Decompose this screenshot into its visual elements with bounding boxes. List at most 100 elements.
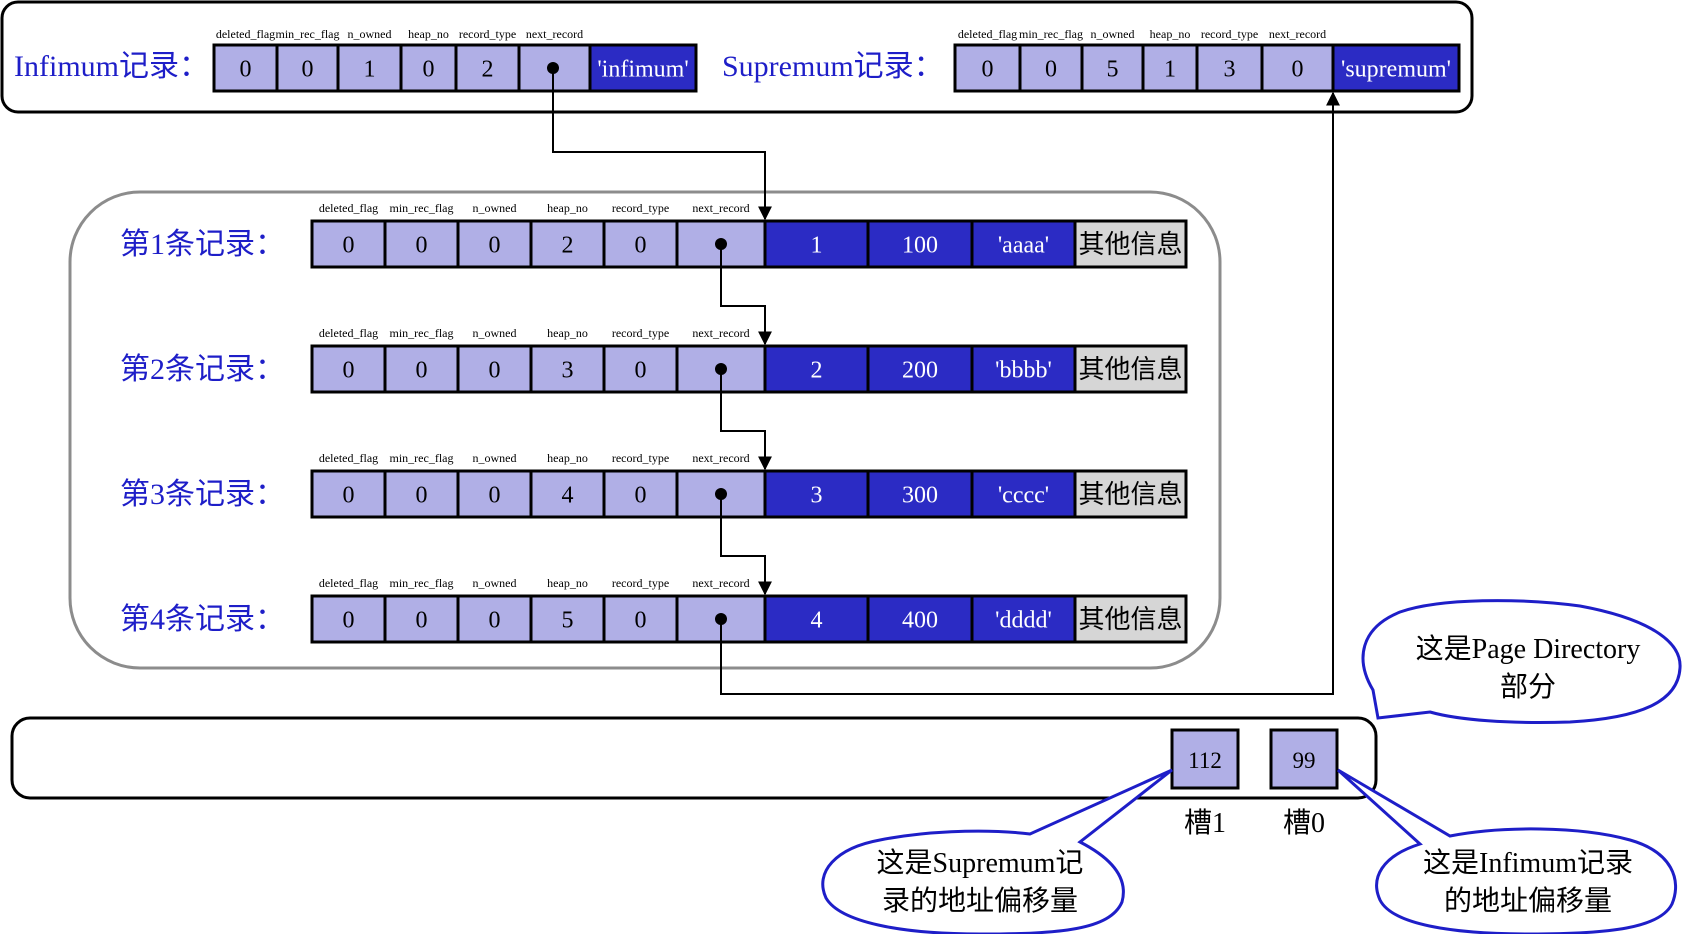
record-4-header-record-type: record_type	[612, 576, 669, 590]
record-4-field-n-owned-text: 0	[489, 607, 501, 633]
record-2-column-1	[763, 344, 870, 394]
record-4-field-min-rec-flag	[383, 594, 460, 644]
record-1-field-record-type-text: 0	[635, 232, 647, 258]
supremum-offset-callout: 这是Supremum记 录的地址偏移量	[821, 768, 1173, 934]
record-2-field-n-owned-text: 0	[489, 357, 501, 383]
infimum-field-heap-no	[399, 43, 458, 93]
record-4-other-info-text: 其他信息	[1078, 605, 1182, 634]
record-4-header-heap-no: heap_no	[547, 576, 588, 590]
record-2-column-1-text: 2	[811, 357, 823, 383]
record-1-column-1-text: 1	[811, 232, 823, 258]
record-3-header-deleted-flag: deleted_flag	[319, 451, 378, 465]
record-3-field-min-rec-flag-text: 0	[416, 482, 428, 508]
infimum-header-deleted-flag: deleted_flag	[216, 27, 275, 41]
record-1-field-heap-no	[529, 219, 606, 269]
slot-0-value: 99	[1293, 748, 1316, 773]
record-4-field-deleted-flag-text: 0	[343, 607, 355, 633]
supremum-field-record-type-text: 3	[1224, 56, 1236, 82]
slot-0-label: 槽0	[1283, 807, 1325, 839]
record-2-header-heap-no: heap_no	[547, 326, 588, 340]
record-1-field-min-rec-flag	[383, 219, 460, 269]
record-2-field-heap-no	[529, 344, 606, 394]
record-3-field-n-owned	[456, 469, 533, 519]
record-4-field-min-rec-flag-text: 0	[416, 607, 428, 633]
supremum-header-record-type: record_type	[1201, 27, 1258, 41]
record-4-column-1-text: 4	[811, 607, 823, 633]
record-3-column-2-text: 300	[902, 482, 938, 508]
infimum-field-min-rec-flag	[275, 43, 340, 93]
slot-0-cell	[1269, 728, 1339, 790]
infimum-header-next-record: next_record	[526, 27, 583, 41]
record-4-column-2	[866, 594, 974, 644]
record-4-field-record-type	[602, 594, 679, 644]
slot-1-label: 槽1	[1184, 807, 1226, 839]
record-4-column-2-text: 400	[902, 607, 938, 633]
record-1-column-3-text: 'aaaa'	[998, 232, 1049, 258]
record-2-header-next-record: next_record	[692, 326, 749, 340]
record-4-column-3	[970, 594, 1077, 644]
record-4-label: 第4条记录：	[120, 603, 285, 636]
record-4-other-info	[1073, 594, 1188, 644]
record-4-field-record-type-text: 0	[635, 607, 647, 633]
infimum-field-heap-no-text: 0	[423, 56, 435, 82]
record-4-column-3-text: 'dddd'	[995, 607, 1052, 633]
infimum-field-deleted-flag-text: 0	[240, 56, 252, 82]
supremum-field-deleted-flag	[953, 43, 1022, 93]
record-2-other-info-text: 其他信息	[1078, 355, 1182, 384]
record-2-header-n-owned: n_owned	[473, 326, 517, 340]
supremum-field-next-record-text: 0	[1292, 56, 1304, 82]
record-2-field-n-owned	[456, 344, 533, 394]
slot-1-value: 112	[1188, 748, 1222, 773]
record-1-header-deleted-flag: deleted_flag	[319, 201, 378, 215]
record-3-label: 第3条记录：	[120, 478, 285, 511]
infimum-field-min-rec-flag-text: 0	[302, 56, 314, 82]
supremum-field-deleted-flag-text: 0	[982, 56, 994, 82]
record-1-field-heap-no-text: 2	[562, 232, 574, 258]
supremum-offset-callout-line-1: 这是Supremum记	[877, 847, 1084, 879]
infimum-label: Infimum记录：	[14, 50, 209, 83]
next-record-link-5	[720, 91, 1340, 695]
record-3-field-min-rec-flag	[383, 469, 460, 519]
record-1-label: 第1条记录：	[120, 228, 285, 261]
supremum-label: Supremum记录：	[722, 50, 944, 83]
page-directory-panel	[10, 716, 1378, 800]
infimum-field-n-owned-text: 1	[364, 56, 376, 82]
supremum-header-n-owned: n_owned	[1091, 27, 1135, 41]
slot-1-cell	[1170, 728, 1240, 790]
page-directory-callout-line-2: 部分	[1500, 671, 1556, 703]
record-1-header-next-record: next_record	[692, 201, 749, 215]
supremum-field-record-type	[1195, 43, 1264, 93]
record-3-column-3-text: 'cccc'	[998, 482, 1049, 508]
record-3-other-info	[1073, 469, 1188, 519]
record-2-header-deleted-flag: deleted_flag	[319, 326, 378, 340]
record-4-header-deleted-flag: deleted_flag	[319, 576, 378, 590]
record-3-field-record-type-text: 0	[635, 482, 647, 508]
record-4-header-next-record: next_record	[692, 576, 749, 590]
record-1-field-record-type	[602, 219, 679, 269]
record-2-field-record-type	[602, 344, 679, 394]
page-directory-callout: 这是Page Directory 部分	[1361, 599, 1682, 725]
record-1-header-heap-no: heap_no	[547, 201, 588, 215]
record-1-column-3	[970, 219, 1077, 269]
record-2-label: 第2条记录：	[120, 353, 285, 386]
record-2-column-3-text: 'bbbb'	[995, 357, 1052, 383]
supremum-field-n-owned-text: 5	[1107, 56, 1119, 82]
infimum-field-record-type-text: 2	[482, 56, 494, 82]
record-2-header-record-type: record_type	[612, 326, 669, 340]
record-1-header-min-rec-flag: min_rec_flag	[390, 201, 454, 215]
record-1-field-min-rec-flag-text: 0	[416, 232, 428, 258]
infimum-header-record-type: record_type	[459, 27, 516, 41]
record-2-field-heap-no-text: 3	[562, 357, 574, 383]
next-record-link-4	[720, 494, 772, 596]
page-directory-callout-line-1: 这是Page Directory	[1416, 633, 1641, 665]
record-2-column-2-text: 200	[902, 357, 938, 383]
record-2-field-min-rec-flag	[383, 344, 460, 394]
supremum-offset-callout-line-2: 录的地址偏移量	[882, 885, 1078, 917]
infimum-offset-callout: 这是Infimum记录 的地址偏移量	[1336, 768, 1678, 934]
record-1-column-2-text: 100	[902, 232, 938, 258]
supremum-field-heap-no	[1141, 43, 1199, 93]
record-4-header-min-rec-flag: min_rec_flag	[390, 576, 454, 590]
record-3-column-3	[970, 469, 1077, 519]
record-3-header-n-owned: n_owned	[473, 451, 517, 465]
